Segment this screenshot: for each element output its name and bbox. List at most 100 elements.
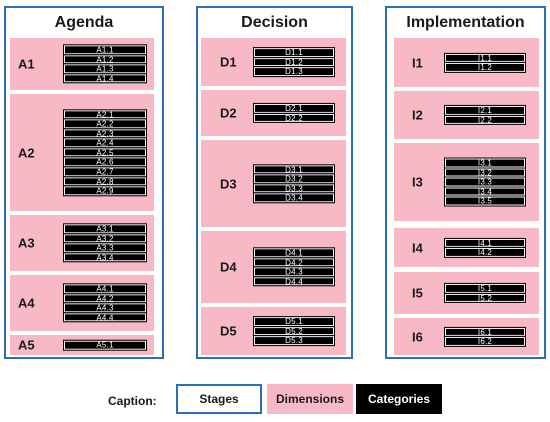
dimension-label: D5: [220, 323, 237, 339]
dimension-a5: A5 A5.1: [10, 335, 154, 355]
category-d2-2: D2.2: [253, 112, 335, 124]
category-a3-1: A3.1: [63, 223, 147, 234]
category-a4-4: A4.4: [63, 312, 147, 323]
dimension-label: I3: [412, 174, 423, 190]
category-a3-3: A3.3: [63, 242, 147, 254]
category-i3-3: I3.3: [444, 176, 526, 188]
dimension-label: I6: [412, 329, 423, 344]
stage-title: Agenda: [54, 14, 114, 31]
category-i6-2: I6.2: [444, 336, 526, 347]
category-a4-2: A4.2: [63, 292, 147, 304]
category-a2-1: A2.1: [63, 108, 147, 120]
category-i3-5: I3.5: [444, 195, 526, 207]
dimension-label: A3: [18, 235, 35, 251]
category-i5-2: I5.2: [444, 292, 526, 304]
legend-categories: Categories: [356, 384, 442, 414]
category-i1-1: I1.1: [444, 52, 526, 63]
category-a3-2: A3.2: [63, 232, 147, 244]
dimension-label: A1: [18, 56, 35, 72]
category-i5-1: I5.1: [444, 282, 526, 294]
category-stack: A5.1: [63, 339, 147, 351]
category-d4-4: D4.4: [253, 276, 335, 287]
category-a3-4: A3.4: [63, 252, 147, 263]
category-d3-3: D3.3: [253, 183, 335, 194]
category-d4-2: D4.2: [253, 256, 335, 268]
category-d4-3: D4.3: [253, 266, 335, 278]
dimension-label: I4: [412, 240, 423, 255]
category-a2-2: A2.2: [63, 118, 147, 129]
category-a1-4: A1.4: [63, 73, 147, 84]
legend-dimensions: Dimensions: [267, 384, 353, 414]
category-d4-1: D4.1: [253, 247, 335, 258]
dimension-label: I2: [412, 107, 423, 123]
legend-stages: Stages: [176, 384, 262, 414]
category-i2-2: I2.2: [444, 114, 526, 126]
category-a2-5: A2.5: [63, 147, 147, 158]
category-a4-3: A4.3: [63, 302, 147, 314]
category-d3-2: D3.2: [253, 173, 335, 184]
dimension-label: A2: [18, 145, 35, 160]
dimension-label: I5: [412, 285, 423, 301]
category-d5-1: D5.1: [253, 316, 335, 327]
category-a2-8: A2.8: [63, 176, 147, 187]
category-d3-4: D3.4: [253, 192, 335, 204]
category-i6-1: I6.1: [444, 326, 526, 337]
category-i1-2: I1.2: [444, 62, 526, 73]
category-i4-2: I4.2: [444, 247, 526, 258]
category-a1-2: A1.2: [63, 53, 147, 65]
dimension-label: D1: [220, 54, 237, 70]
category-d5-2: D5.2: [253, 325, 335, 337]
category-d1-3: D1.3: [253, 66, 335, 77]
category-a1-3: A1.3: [63, 63, 147, 75]
category-a2-4: A2.4: [63, 137, 147, 149]
category-d2-1: D2.1: [253, 102, 335, 114]
category-i3-2: I3.2: [444, 167, 526, 178]
category-i3-4: I3.4: [444, 186, 526, 197]
category-i2-1: I2.1: [444, 104, 526, 116]
category-a4-1: A4.1: [63, 283, 147, 294]
category-a1-1: A1.1: [63, 44, 147, 55]
dimension-label: D4: [220, 259, 237, 275]
category-a2-7: A2.7: [63, 166, 147, 177]
category-d1-2: D1.2: [253, 56, 335, 68]
category-d1-1: D1.1: [253, 47, 335, 58]
category-a5-1: A5.1: [63, 339, 147, 351]
category-d5-3: D5.3: [253, 335, 335, 346]
category-d3-1: D3.1: [253, 163, 335, 175]
dimension-label: D2: [220, 105, 237, 121]
dimension-label: A5: [18, 337, 35, 353]
category-a2-9: A2.9: [63, 185, 147, 197]
stage-title: Decision: [241, 14, 308, 31]
category-i4-1: I4.1: [444, 237, 526, 248]
category-i3-1: I3.1: [444, 157, 526, 169]
dimension-label: D3: [220, 176, 237, 191]
stage-title: Implementation: [406, 14, 525, 31]
